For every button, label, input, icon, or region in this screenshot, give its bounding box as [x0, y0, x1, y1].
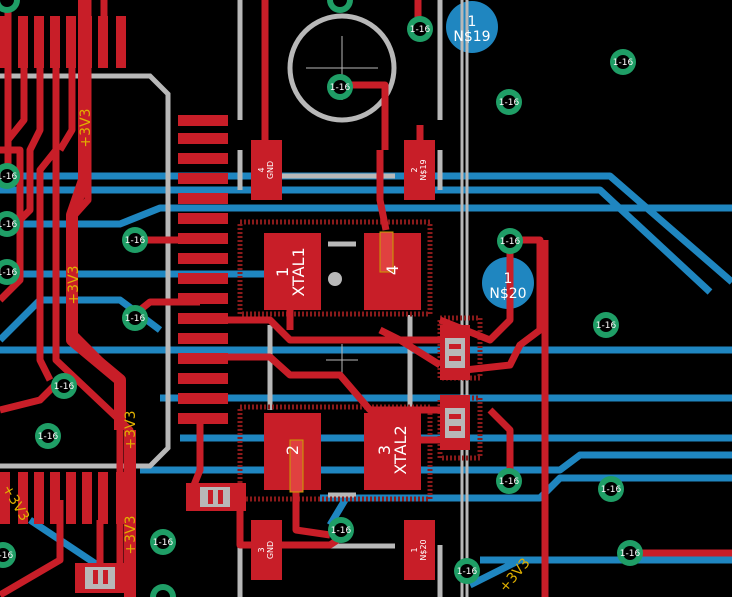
via[interactable]: 1-16 — [598, 476, 624, 502]
svg-text:2: 2 — [410, 167, 419, 172]
svg-text:N$20: N$20 — [419, 539, 428, 560]
svg-text:1-16: 1-16 — [125, 314, 146, 324]
svg-text:1-16: 1-16 — [0, 551, 13, 561]
tp-n19[interactable] — [404, 140, 435, 200]
rail-3v3-c: +3V3 — [123, 410, 139, 449]
svg-text:4: 4 — [257, 167, 266, 172]
via[interactable]: 1-16 — [407, 16, 433, 42]
via[interactable]: 1-16 — [454, 558, 480, 584]
svg-text:1-16: 1-16 — [596, 321, 617, 331]
svg-text:1-16: 1-16 — [0, 220, 17, 230]
svg-text:1-16: 1-16 — [620, 549, 641, 559]
svg-text:1-16: 1-16 — [500, 237, 521, 247]
tp-gnd-top[interactable] — [251, 140, 282, 200]
pad-n19[interactable] — [446, 1, 498, 53]
via[interactable]: 1-16 — [0, 542, 16, 568]
ic-pins-right — [178, 115, 228, 424]
svg-text:N$19: N$19 — [419, 159, 428, 180]
svg-text:1-16: 1-16 — [125, 236, 146, 246]
via[interactable]: 1-16 — [0, 163, 20, 189]
tp-gnd-bottom[interactable] — [251, 520, 282, 580]
svg-text:1-16: 1-16 — [499, 98, 520, 108]
xtal1-name: XTAL1 — [289, 247, 308, 296]
via[interactable]: 1-16 — [122, 305, 148, 331]
cap-c2[interactable] — [75, 563, 130, 593]
via[interactable]: 1-16 — [593, 312, 619, 338]
svg-text:1-16: 1-16 — [0, 172, 17, 182]
via[interactable]: 1-16 — [328, 517, 354, 543]
rail-3v3-d: +3V3 — [123, 515, 139, 554]
svg-text:GND: GND — [266, 541, 275, 559]
tp-n20[interactable] — [404, 520, 435, 580]
svg-text:1-16: 1-16 — [0, 268, 17, 278]
silk-dot — [328, 272, 342, 286]
via[interactable]: 1-16 — [51, 373, 77, 399]
via[interactable]: 1-16 — [0, 259, 20, 285]
via[interactable]: 1-16 — [327, 74, 353, 100]
ic-pins-bottom — [0, 472, 126, 524]
cap-c4[interactable] — [440, 395, 470, 450]
xtal2-pad[interactable] — [364, 413, 421, 490]
cap-c3[interactable] — [440, 325, 470, 380]
pad2-hatch — [289, 439, 304, 493]
pad4-label: 4 — [383, 265, 402, 275]
via[interactable]: 1-16 — [497, 228, 523, 254]
svg-text:1-16: 1-16 — [410, 25, 431, 35]
via[interactable] — [150, 584, 176, 597]
xtal1-pad[interactable] — [264, 233, 321, 310]
rail-3v3-a: +3V3 — [78, 108, 94, 147]
svg-text:1: 1 — [410, 547, 419, 552]
pad-n19-num: 1 — [468, 14, 477, 30]
pad-labels: 1 N$19 1 N$20 — [453, 14, 526, 302]
xtal2-labels: 2 3 XTAL2 — [283, 425, 410, 474]
pad-n19-net: N$19 — [453, 29, 490, 45]
via[interactable]: 1-16 — [150, 529, 176, 555]
svg-text:1-16: 1-16 — [499, 477, 520, 487]
pad4-hatch — [379, 231, 394, 273]
via[interactable]: 1-16 — [617, 540, 643, 566]
svg-text:1-16: 1-16 — [38, 432, 59, 442]
svg-text:1-16: 1-16 — [330, 83, 351, 93]
vias: 1-16 1-16 1-16 1-16 1-16 1-16 1-16 1-16 … — [0, 0, 643, 597]
svg-text:1-16: 1-16 — [601, 485, 622, 495]
xtal2-name: XTAL2 — [391, 425, 410, 474]
svg-text:GND: GND — [266, 161, 275, 179]
xtal1-labels: 1 XTAL1 4 — [273, 247, 402, 296]
via[interactable]: 1-16 — [0, 211, 20, 237]
svg-text:3: 3 — [257, 547, 266, 552]
pad-n20-num: 1 — [504, 271, 513, 287]
svg-text:1-16: 1-16 — [331, 526, 352, 536]
cap-c1[interactable] — [186, 483, 246, 511]
xtal1-pin: 1 — [273, 267, 292, 277]
xtal2-pin: 3 — [375, 445, 394, 455]
svg-text:1-16: 1-16 — [54, 382, 75, 392]
via[interactable] — [0, 0, 20, 13]
via[interactable]: 1-16 — [496, 468, 522, 494]
svg-text:1-16: 1-16 — [613, 58, 634, 68]
testpoint-labels: 4 GND 2 N$19 3 GND 1 N$20 — [257, 159, 428, 560]
ic-pins-top — [0, 16, 126, 68]
via[interactable]: 1-16 — [496, 89, 522, 115]
via[interactable]: 1-16 — [35, 423, 61, 449]
rail-3v3-b: +3V3 — [66, 265, 82, 304]
pad2-label: 2 — [283, 445, 302, 455]
via[interactable] — [327, 0, 353, 13]
svg-text:1-16: 1-16 — [457, 567, 478, 577]
svg-text:1-16: 1-16 — [153, 538, 174, 548]
pad-n20-net: N$20 — [489, 286, 526, 302]
via[interactable]: 1-16 — [610, 49, 636, 75]
via[interactable]: 1-16 — [122, 227, 148, 253]
